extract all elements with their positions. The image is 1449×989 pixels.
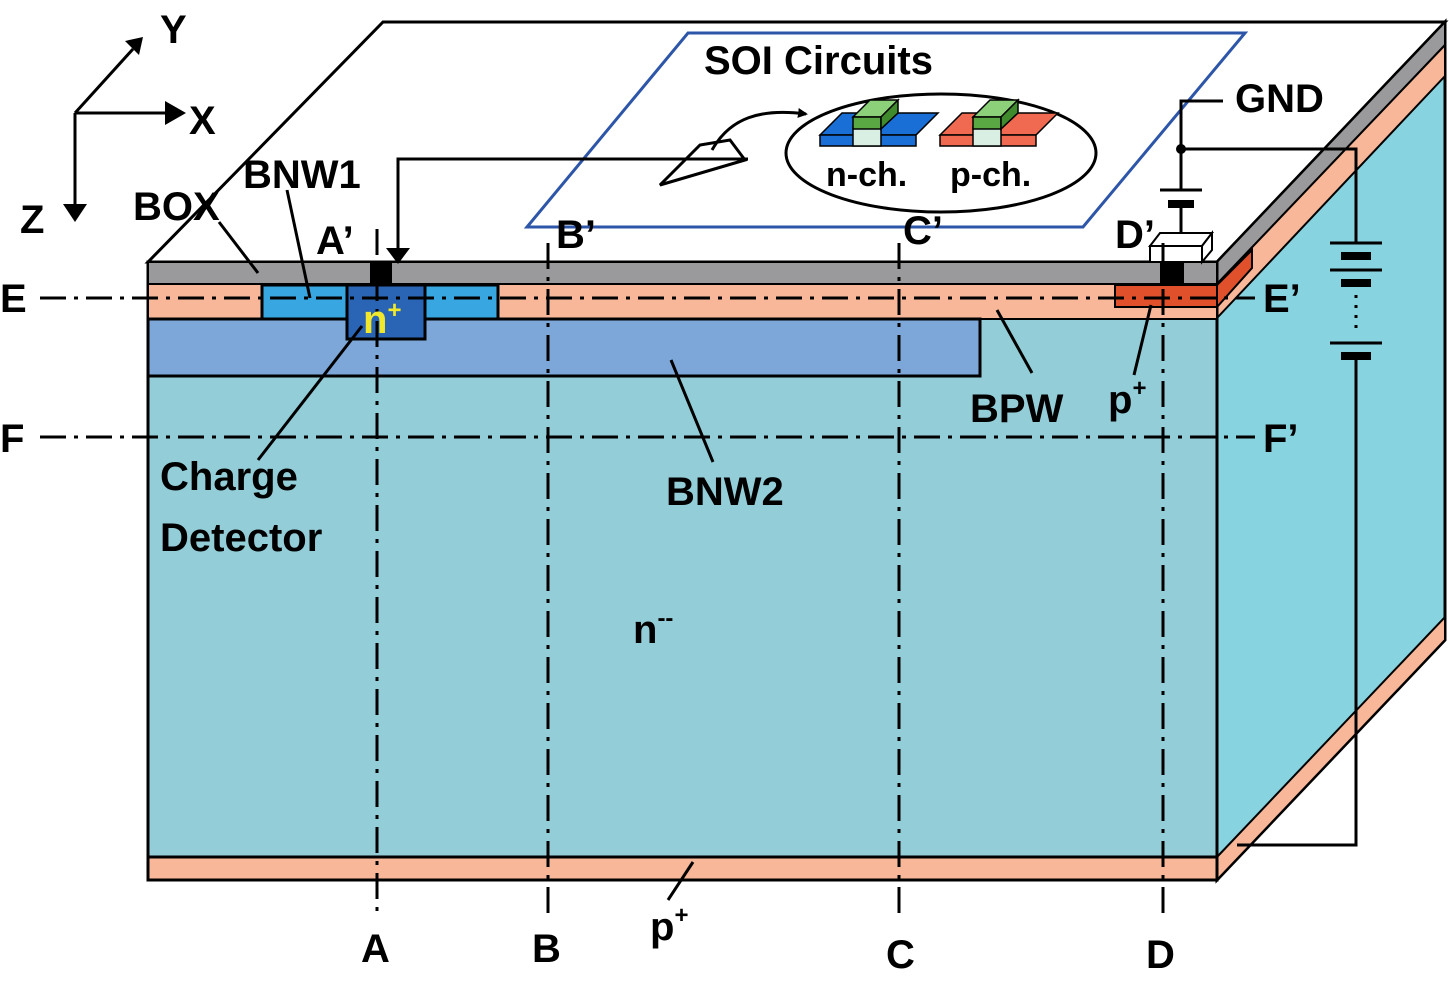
n-plus-label: n+ xyxy=(363,297,401,342)
battery-plate-4 xyxy=(1341,279,1371,287)
cut-lines xyxy=(40,229,1255,918)
cut-label-e: E xyxy=(0,277,27,321)
box-oxide-layer xyxy=(147,261,1218,285)
p-plus-contact-metal xyxy=(1160,262,1184,284)
cut-label-f: F xyxy=(0,417,24,461)
axis-y-arrowhead xyxy=(125,37,143,55)
charge-detector-leader xyxy=(256,325,364,461)
bottom-p-plus-label: p+ xyxy=(650,902,688,949)
axis-x-arrowhead xyxy=(165,101,186,125)
p-plus-contact-leader xyxy=(1132,304,1153,376)
gnd-capacitor-plate-2 xyxy=(1168,200,1194,208)
cut-label-b: B xyxy=(532,927,561,971)
n-minus-substrate-label: n-- xyxy=(633,605,673,652)
axis-y-line xyxy=(73,47,135,115)
axis-x-label: X xyxy=(189,99,216,143)
p-channel-transistor-icon xyxy=(938,98,1060,147)
gnd-label: GND xyxy=(1235,77,1324,121)
p-plus-contact-label: p+ xyxy=(1108,375,1146,422)
detector-to-amplifier-wire xyxy=(396,157,748,254)
bottom-p-plus-leader xyxy=(666,861,695,901)
contact-box-front xyxy=(1149,245,1203,263)
bnw2-region xyxy=(146,317,982,378)
box-label: BOX xyxy=(133,185,220,229)
cut-label-d-prime: D’ xyxy=(1115,213,1155,257)
charge-detector-label-line2: Detector xyxy=(160,516,322,560)
junction-dot xyxy=(1176,144,1186,154)
charge-detector-label-line1: Charge xyxy=(160,455,298,499)
coordinate-axes xyxy=(63,37,186,222)
box-leader xyxy=(217,221,260,274)
amplifier-to-transistor-arrow xyxy=(710,108,808,151)
cut-label-e-prime: E’ xyxy=(1263,277,1301,321)
p-plus-contact xyxy=(1114,284,1218,308)
bnw2-label: BNW2 xyxy=(666,470,784,514)
n-channel-transistor-icon xyxy=(818,98,940,147)
cut-label-a-prime: A’ xyxy=(316,219,354,263)
detector-wire-arrowhead xyxy=(386,248,410,264)
cut-label-d: D xyxy=(1146,933,1175,977)
cut-label-b-prime: B’ xyxy=(556,213,596,257)
transistor-bubble xyxy=(784,92,1098,214)
soi-circuits-region: SOI Circuits n-ch. p-ch. xyxy=(523,31,1249,229)
bpw-leader xyxy=(995,309,1034,374)
bnw1-label: BNW1 xyxy=(243,153,361,197)
leader-lines xyxy=(217,189,1153,901)
battery-plate-2 xyxy=(1341,252,1371,260)
wiring xyxy=(386,99,1382,847)
cut-label-a: A xyxy=(361,927,390,971)
bnw1-leader xyxy=(285,189,312,299)
cut-label-c: C xyxy=(886,933,915,977)
contact-box-side xyxy=(1201,230,1213,265)
gnd-wire xyxy=(1179,99,1223,190)
battery-plate-6 xyxy=(1341,352,1371,360)
axis-z-arrowhead xyxy=(63,204,87,222)
bpw-label: BPW xyxy=(970,387,1064,431)
axis-z-label: Z xyxy=(20,198,44,242)
cut-label-c-prime: C’ xyxy=(903,209,943,253)
p-plus-contact-side xyxy=(1216,247,1253,310)
bias-top-wire xyxy=(1181,147,1358,243)
soi-title: SOI Circuits xyxy=(704,39,933,83)
silicon-block xyxy=(144,18,1449,884)
n-channel-label: n-ch. xyxy=(826,156,907,194)
axis-y-label: Y xyxy=(160,8,187,52)
soi-frame xyxy=(523,31,1249,229)
n-plus-contact-metal xyxy=(370,262,392,284)
cut-label-f-prime: F’ xyxy=(1263,417,1299,461)
bnw2-leader xyxy=(669,359,715,463)
bias-bottom-wire xyxy=(1237,360,1358,847)
p-channel-label: p-ch. xyxy=(950,156,1031,194)
